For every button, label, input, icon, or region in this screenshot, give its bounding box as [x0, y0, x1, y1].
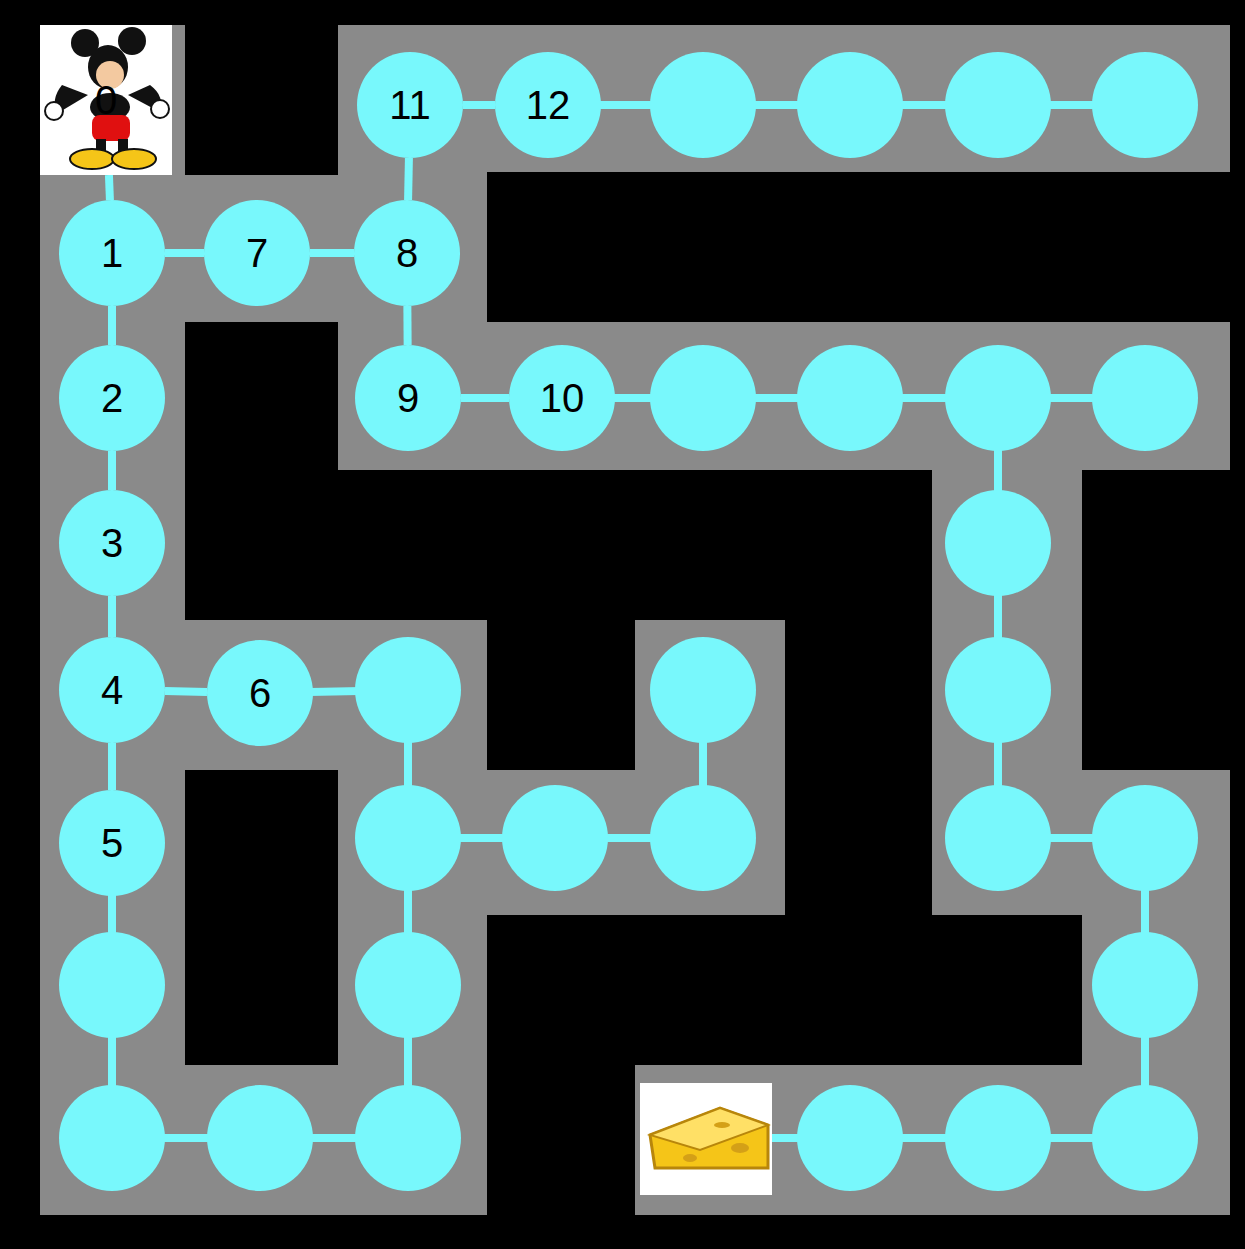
path-connector: [108, 451, 116, 490]
maze-cell: 2: [59, 345, 165, 451]
cell-number: 9: [397, 378, 419, 418]
path-connector: [165, 249, 204, 257]
path-connector: [461, 394, 509, 402]
cell-number: 4: [101, 670, 123, 710]
cell-number: 0: [95, 80, 117, 120]
cell-number: 12: [526, 85, 571, 125]
path-connector: [108, 596, 116, 637]
path-connector: [310, 249, 354, 257]
cell-number: 11: [389, 85, 431, 125]
path-connector: [404, 158, 413, 200]
cell-number: 1: [101, 233, 123, 273]
cell-number: 2: [101, 378, 123, 418]
path-lines: [112, 105, 1145, 1138]
cell-number: 7: [246, 233, 268, 273]
path-connector: [165, 687, 207, 696]
path-connector: [108, 306, 116, 345]
empty-cells: [59, 52, 1198, 1191]
start-node: 0: [40, 25, 172, 175]
cheese-icon: [640, 1083, 772, 1195]
cell-number: 6: [249, 673, 271, 713]
path-connector: [108, 743, 116, 790]
maze-cell: 8: [354, 200, 460, 306]
maze-cell: 12: [495, 52, 601, 158]
maze-cell: 10: [509, 345, 615, 451]
maze-cell: 6: [207, 640, 313, 746]
path-connector: [463, 101, 495, 109]
maze-cell: 7: [204, 200, 310, 306]
cell-number: 3: [101, 523, 123, 563]
maze-cell: 1: [59, 200, 165, 306]
path-connector: [105, 175, 114, 200]
maze-cell: 4: [59, 637, 165, 743]
maze-corridors: [40, 25, 1230, 1215]
path-connector: [403, 306, 411, 345]
maze-cell: 5: [59, 790, 165, 896]
maze-cell: 11: [357, 52, 463, 158]
cell-number: 8: [396, 233, 418, 273]
maze-cell: 3: [59, 490, 165, 596]
cell-number: 5: [101, 823, 123, 863]
cell-number: 10: [540, 378, 585, 418]
maze-cell: 9: [355, 345, 461, 451]
